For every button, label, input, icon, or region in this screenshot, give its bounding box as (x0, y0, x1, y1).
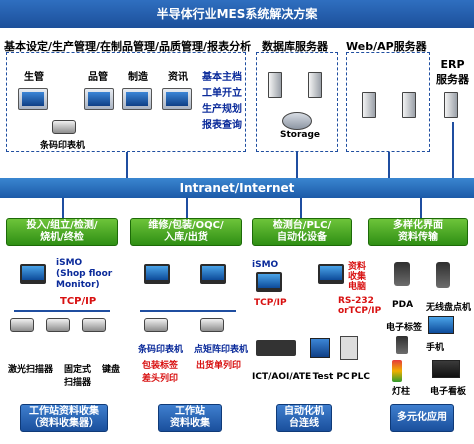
column-header-0: 投入/组立/检测/ 烧机/终检 (6, 218, 118, 246)
column-footer-0: 工作站资料收集 （资料收集器） (20, 404, 108, 432)
column-footer-1: 工作站 资料收集 (158, 404, 222, 432)
printer-icon (200, 318, 224, 332)
barcode-printer-label: 条码印表机 (40, 141, 86, 151)
device-label: 灯柱 (392, 387, 411, 397)
device-label: 固定式 扫描器 (63, 365, 91, 388)
device-label: ICT/AOI/ATE (252, 372, 312, 382)
column-footer-3: 多元化应用 (390, 404, 454, 432)
device-label: PDA (392, 300, 414, 310)
note-label: 出货单列印 (196, 361, 242, 371)
tcpip-label: TCP/IP (254, 298, 287, 308)
test-pc-icon (310, 338, 330, 358)
device-row: 激光扫描器 固定式 扫描器 键盘 (8, 362, 120, 388)
server-icon (308, 72, 322, 98)
monitor-icon (318, 264, 344, 284)
server-icon (444, 92, 458, 118)
function-item: 生产规划 (202, 104, 242, 115)
screen-icon (428, 316, 454, 334)
scanner-icon (436, 262, 450, 288)
column-header-3: 多样化界面 资料传输 (368, 218, 468, 246)
scanner-device-icon (82, 318, 106, 332)
client-label-2: 制造 (128, 72, 148, 83)
monitor-icon (200, 264, 226, 284)
signboard-icon (432, 360, 460, 378)
column-header-1: 维修/包装/OQC/ 入库/出货 (130, 218, 242, 246)
device-label: 点矩阵印表机 (194, 345, 249, 355)
device-label: Test PC (312, 372, 350, 382)
monitor-icon (256, 272, 282, 292)
tcpip-label: TCP/IP (60, 296, 97, 307)
device-label: 手机 (426, 343, 445, 353)
column-footer-2: 自动化机 台连线 (276, 404, 332, 432)
db-section-label: 数据库服务器 (262, 40, 328, 53)
erp-label: ERP 服务器 (436, 58, 469, 86)
pda-icon (394, 262, 410, 286)
device-row: ICT/AOI/ATE Test PC PLC (252, 372, 370, 382)
rs232-label: RS-232 orTCP/IP (338, 296, 382, 316)
scanner-device-icon (46, 318, 70, 332)
storage-icon (282, 112, 312, 130)
function-item: 报表查询 (202, 120, 242, 131)
device-label: 键盘 (101, 365, 120, 375)
server-icon (402, 92, 416, 118)
printer-icon (52, 120, 76, 134)
db-server-group (256, 52, 338, 152)
printer-icon (144, 318, 168, 332)
computer-icon (18, 88, 48, 110)
function-item: 工单开立 (202, 88, 242, 99)
computer-icon (122, 88, 152, 110)
web-server-group (346, 52, 430, 152)
server-icon (268, 72, 282, 98)
client-label-0: 生管 (24, 72, 44, 83)
note-label: 包装标签 差头列印 (142, 361, 179, 384)
device-label: 条码印表机 (138, 345, 184, 355)
left-section-label: 基本设定/生产管理/在制品管理/品质管理/报表分析 (4, 40, 252, 53)
computer-icon (162, 88, 192, 110)
data-collect-label: 资料 收集 电脑 (348, 262, 367, 292)
ismo-label: iSMO (252, 260, 279, 270)
client-group (6, 52, 246, 152)
phone-icon (396, 336, 408, 354)
monitor-icon (20, 264, 46, 284)
scanner-device-icon (10, 318, 34, 332)
device-label: 电子标签 (386, 323, 423, 333)
device-label: 无线盘点机 (426, 303, 472, 313)
function-item: 基本主档 (202, 72, 242, 83)
storage-label: Storage (280, 130, 321, 140)
column-header-2: 检测台/PLC/ 自动化设备 (252, 218, 352, 246)
page-title: 半导体行业MES系统解决方案 (0, 0, 474, 28)
device-label: 电子看板 (430, 387, 467, 397)
light-tower-icon (392, 360, 402, 382)
server-icon (362, 92, 376, 118)
client-label-1: 品管 (88, 72, 108, 83)
functions-list: 基本主档 工单开立 生产规划 报表查询 (202, 70, 242, 134)
computer-icon (84, 88, 114, 110)
network-bar: Intranet/Internet (0, 178, 474, 198)
test-equipment-icon (256, 340, 296, 356)
device-label: 激光扫描器 (8, 365, 54, 375)
web-section-label: Web/AP服务器 (346, 40, 427, 53)
device-label: PLC (351, 372, 370, 382)
ismo-label: iSMO (Shop floor Monitor) (56, 258, 113, 290)
plc-icon (340, 336, 358, 360)
client-label-3: 资讯 (168, 72, 188, 83)
monitor-icon (144, 264, 170, 284)
